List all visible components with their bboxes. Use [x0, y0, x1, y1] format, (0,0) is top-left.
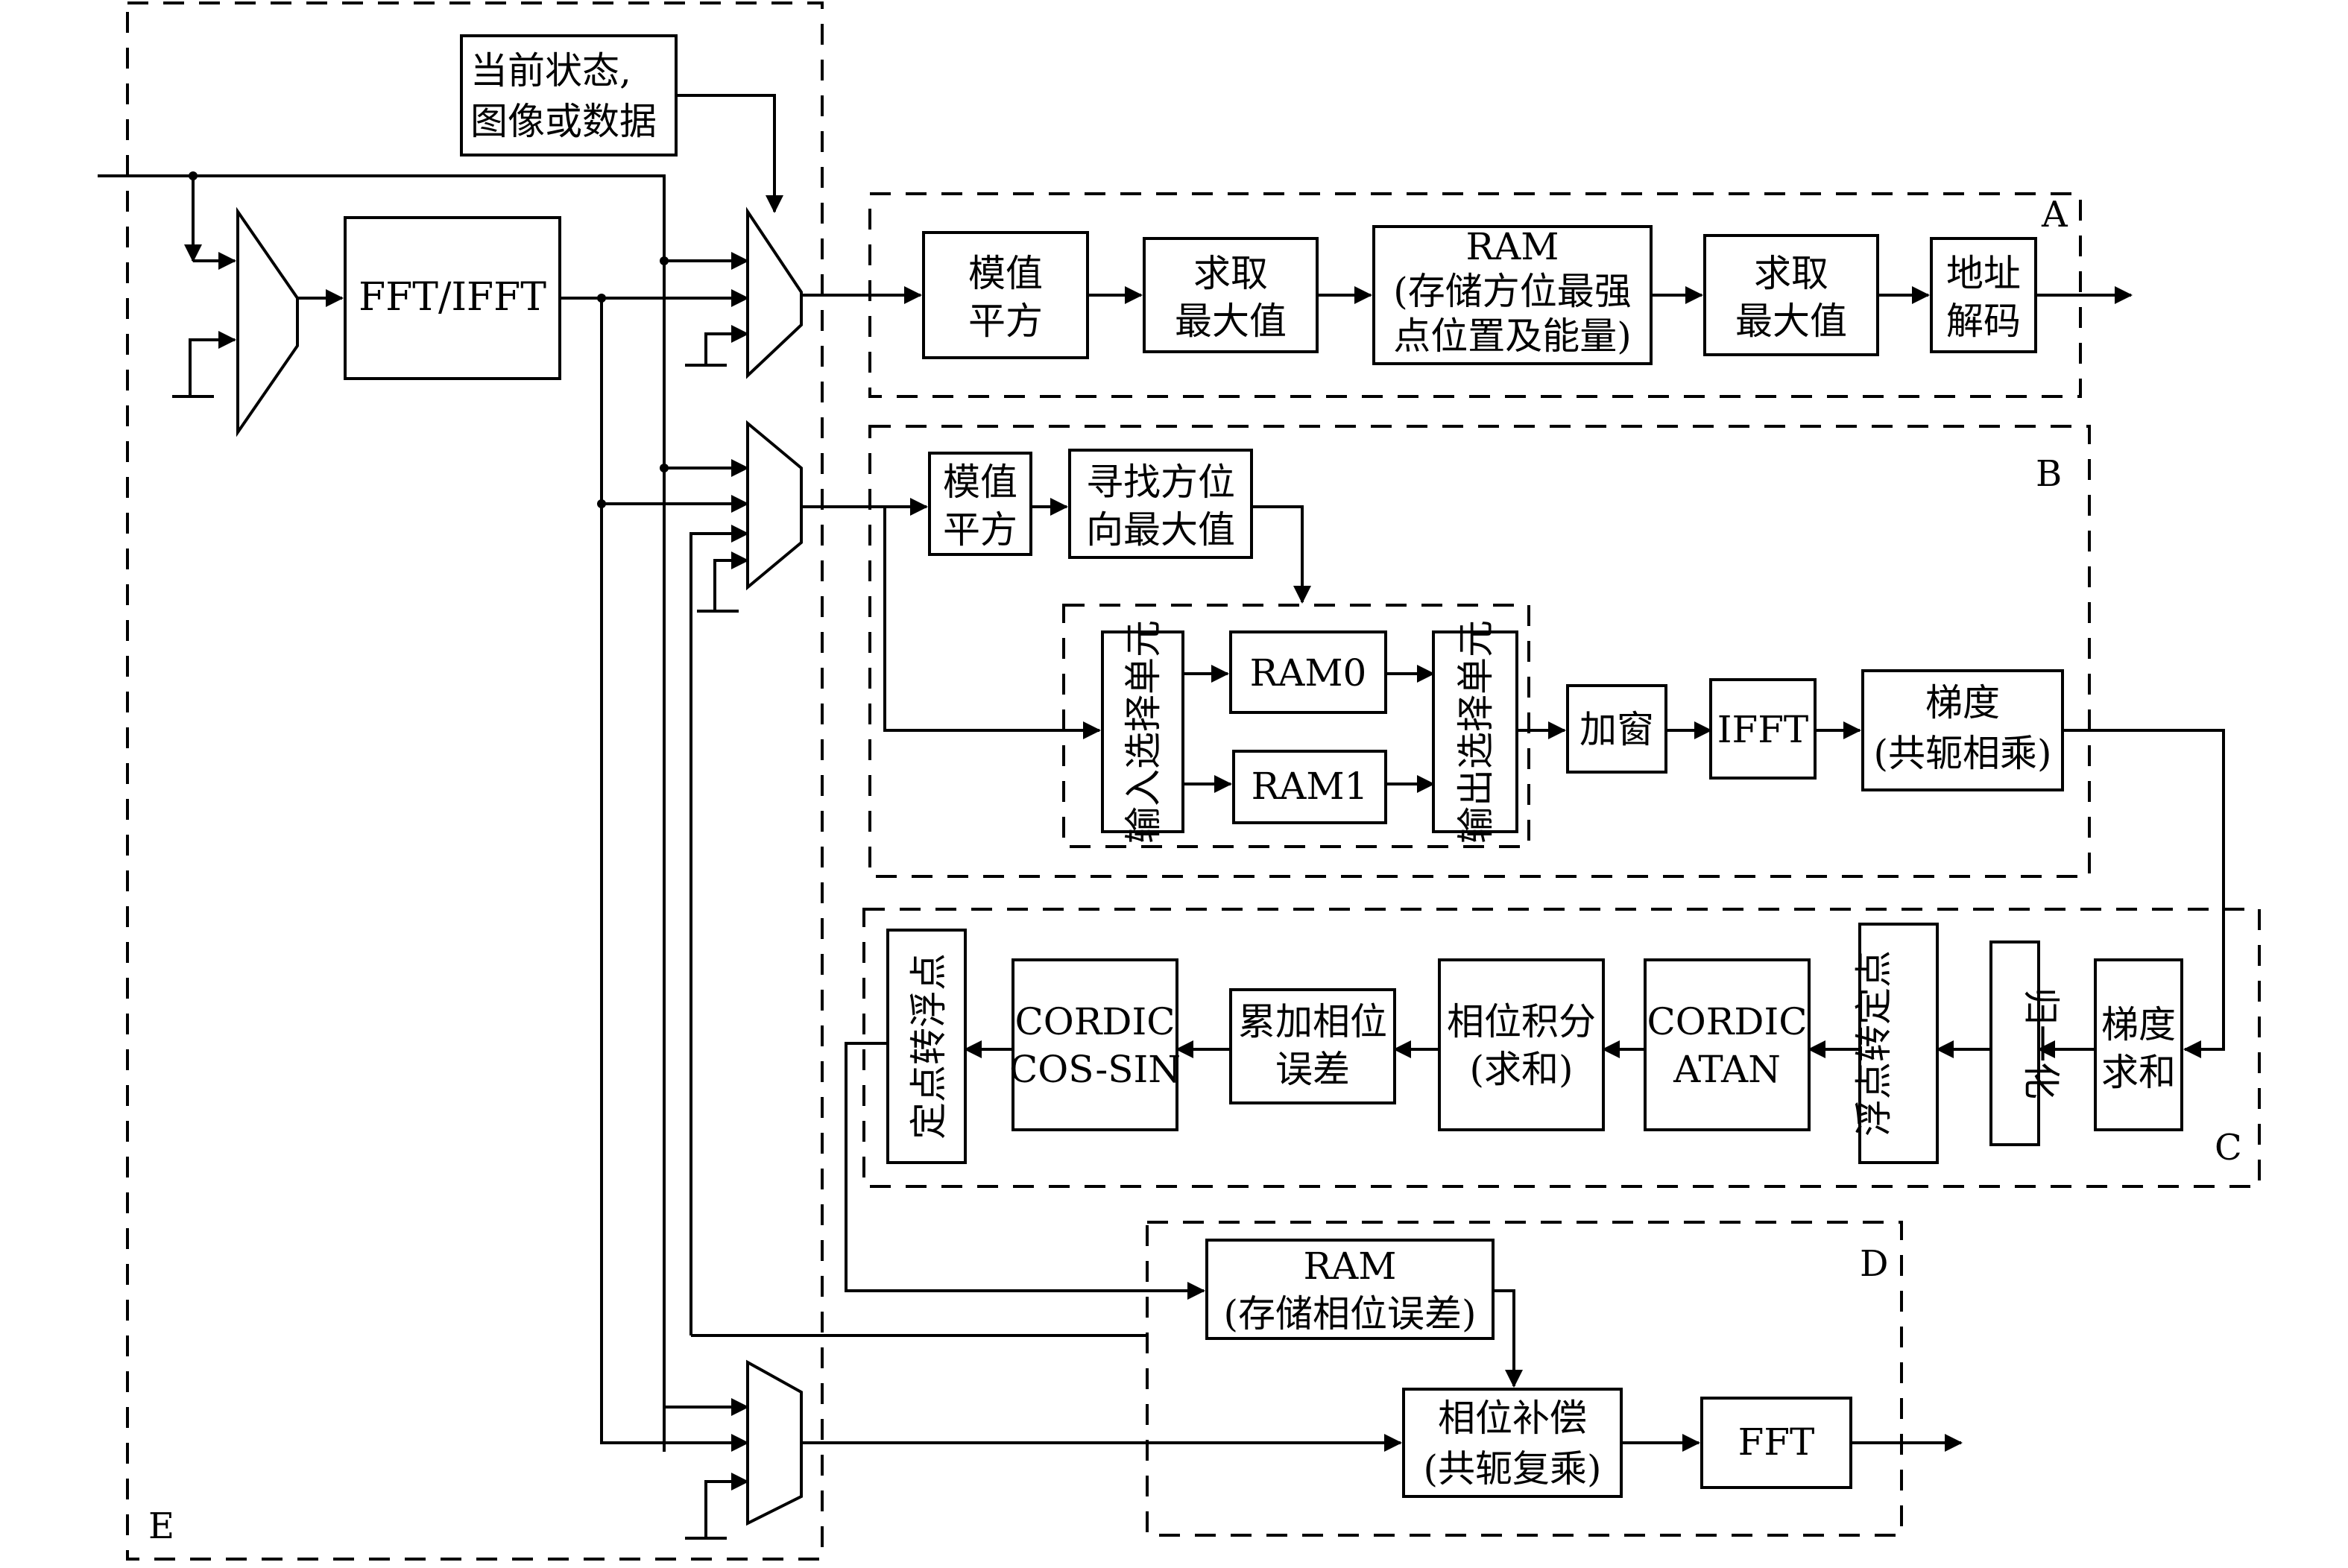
svg-text:梯度: 梯度	[2101, 1003, 2176, 1046]
svg-text:(共轭复乘): (共轭复乘)	[1423, 1447, 1601, 1490]
svg-text:(求和): (求和)	[1469, 1048, 1573, 1091]
c-cordic-atan: CORDIC ATAN	[1644, 958, 1811, 1131]
c-phase-integral: 相位积分 (求和)	[1438, 958, 1605, 1131]
svg-text:图像或数据: 图像或数据	[470, 100, 657, 143]
region-c-label: C	[2215, 1127, 2242, 1169]
svg-text:浮点转定点: 浮点转定点	[1852, 950, 1896, 1137]
svg-text:解码: 解码	[1946, 300, 2021, 343]
svg-text:平方: 平方	[968, 300, 1043, 343]
mux-d	[746, 1359, 803, 1526]
mux-a	[746, 206, 803, 379]
region-e-label: E	[148, 1505, 174, 1547]
region-b-label: B	[2036, 453, 2062, 495]
svg-text:输入选择单元: 输入选择单元	[1122, 620, 1165, 844]
b-gradient: 梯度 (共轭相乘)	[1861, 669, 2064, 791]
svg-text:梯度: 梯度	[1925, 681, 2000, 724]
svg-text:CORDIC: CORDIC	[1015, 1000, 1175, 1043]
svg-text:寻找方位: 寻找方位	[1086, 461, 1235, 504]
svg-text:地址: 地址	[1946, 252, 2021, 295]
svg-text:求取: 求取	[1754, 252, 1828, 295]
svg-text:CORDIC: CORDIC	[1647, 1000, 1808, 1043]
svg-text:RAM: RAM	[1304, 1245, 1397, 1288]
svg-text:最大值: 最大值	[1175, 300, 1287, 343]
region-a-frame	[868, 192, 2082, 398]
svg-text:相位积分: 相位积分	[1447, 1000, 1596, 1043]
d-fft: FFT	[1700, 1397, 1852, 1489]
svg-text:RAM1: RAM1	[1252, 765, 1369, 808]
region-a-label: A	[2041, 194, 2068, 235]
svg-text:IFFT: IFFT	[1717, 708, 1809, 751]
svg-text:ATAN: ATAN	[1673, 1048, 1781, 1091]
d-phase-compensation: 相位补偿 (共轭复乘)	[1402, 1388, 1623, 1498]
svg-text:点位置及能量): 点位置及能量)	[1393, 314, 1632, 358]
b-ram1: RAM1	[1232, 750, 1387, 824]
svg-text:FFT: FFT	[1738, 1420, 1815, 1464]
c-float-to-fixed: 浮点转定点	[1852, 923, 1939, 1164]
d-ram: RAM (存储相位误差)	[1205, 1239, 1495, 1340]
svg-text:输出选择单元: 输出选择单元	[1454, 620, 1498, 844]
svg-text:最大值: 最大值	[1735, 300, 1847, 343]
svg-text:RAM0: RAM0	[1250, 651, 1367, 695]
a-find-max-2: 求取 最大值	[1703, 234, 1879, 356]
svg-text:累加相位: 累加相位	[1238, 1000, 1387, 1043]
svg-text:加窗: 加窗	[1579, 708, 1654, 751]
svg-text:归一化: 归一化	[2019, 987, 2063, 1099]
svg-text:求取: 求取	[1193, 252, 1268, 295]
input-mux	[236, 206, 299, 437]
b-ram0: RAM0	[1229, 630, 1387, 714]
b-ifft: IFFT	[1709, 678, 1817, 780]
c-gradient-sum: 梯度 求和	[2094, 958, 2183, 1131]
b-input-select: 输入选择单元	[1101, 620, 1184, 844]
region-d-frame	[1146, 1221, 1903, 1537]
svg-text:平方: 平方	[943, 508, 1017, 551]
svg-text:FFT/IFFT: FFT/IFFT	[359, 275, 546, 320]
region-d-label: D	[1860, 1243, 1888, 1285]
svg-text:COS-SIN: COS-SIN	[1009, 1048, 1181, 1091]
mux-b	[746, 420, 803, 591]
svg-text:模值: 模值	[943, 461, 1017, 504]
a-find-max-1: 求取 最大值	[1143, 237, 1319, 353]
svg-text:(存储相位误差): (存储相位误差)	[1223, 1292, 1476, 1335]
b-find-azimuth-max: 寻找方位 向最大值	[1068, 449, 1253, 559]
svg-text:(共轭相乘): (共轭相乘)	[1873, 732, 2051, 775]
svg-text:定点转浮点: 定点转浮点	[907, 953, 950, 1139]
region-e-frame	[126, 1, 824, 1561]
c-normalize: 归一化	[1989, 941, 2063, 1146]
svg-text:求和: 求和	[2101, 1051, 2176, 1094]
svg-text:模值: 模值	[968, 252, 1043, 295]
c-to-d-wire	[845, 1042, 1205, 1300]
svg-text:RAM: RAM	[1466, 225, 1559, 268]
a-ram: RAM (存储方位最强 点位置及能量)	[1372, 225, 1653, 365]
svg-text:相位补偿: 相位补偿	[1438, 1397, 1587, 1440]
svg-text:误差: 误差	[1275, 1048, 1350, 1091]
a-address-decode: 地址 解码	[1930, 237, 2037, 353]
region-b-frame	[868, 425, 2091, 878]
c-fixed-to-float: 定点转浮点	[886, 929, 967, 1164]
input-line	[98, 174, 666, 1452]
region-c-frame	[862, 908, 2261, 1188]
pingpong-frame	[1062, 604, 1530, 848]
svg-text:向最大值: 向最大值	[1086, 508, 1235, 551]
c-accum-phase-error: 累加相位 误差	[1229, 988, 1396, 1104]
fft-ifft-block: FFT/IFFT	[344, 216, 561, 380]
b-windowing: 加窗	[1566, 684, 1667, 774]
a-mod-square: 模值 平方	[922, 231, 1089, 359]
b-output-select: 输出选择单元	[1432, 620, 1518, 844]
svg-text:当前状态,: 当前状态,	[470, 49, 631, 92]
svg-text:(存储方位最强: (存储方位最强	[1393, 270, 1632, 313]
state-to-mux1-wire	[676, 94, 783, 213]
b-to-c-wire	[2063, 729, 2225, 1058]
c-cordic-cos-sin: CORDIC COS-SIN	[1009, 958, 1181, 1131]
current-state-box: 当前状态, 图像或数据	[460, 34, 678, 157]
b-mod-square: 模值 平方	[928, 452, 1032, 556]
